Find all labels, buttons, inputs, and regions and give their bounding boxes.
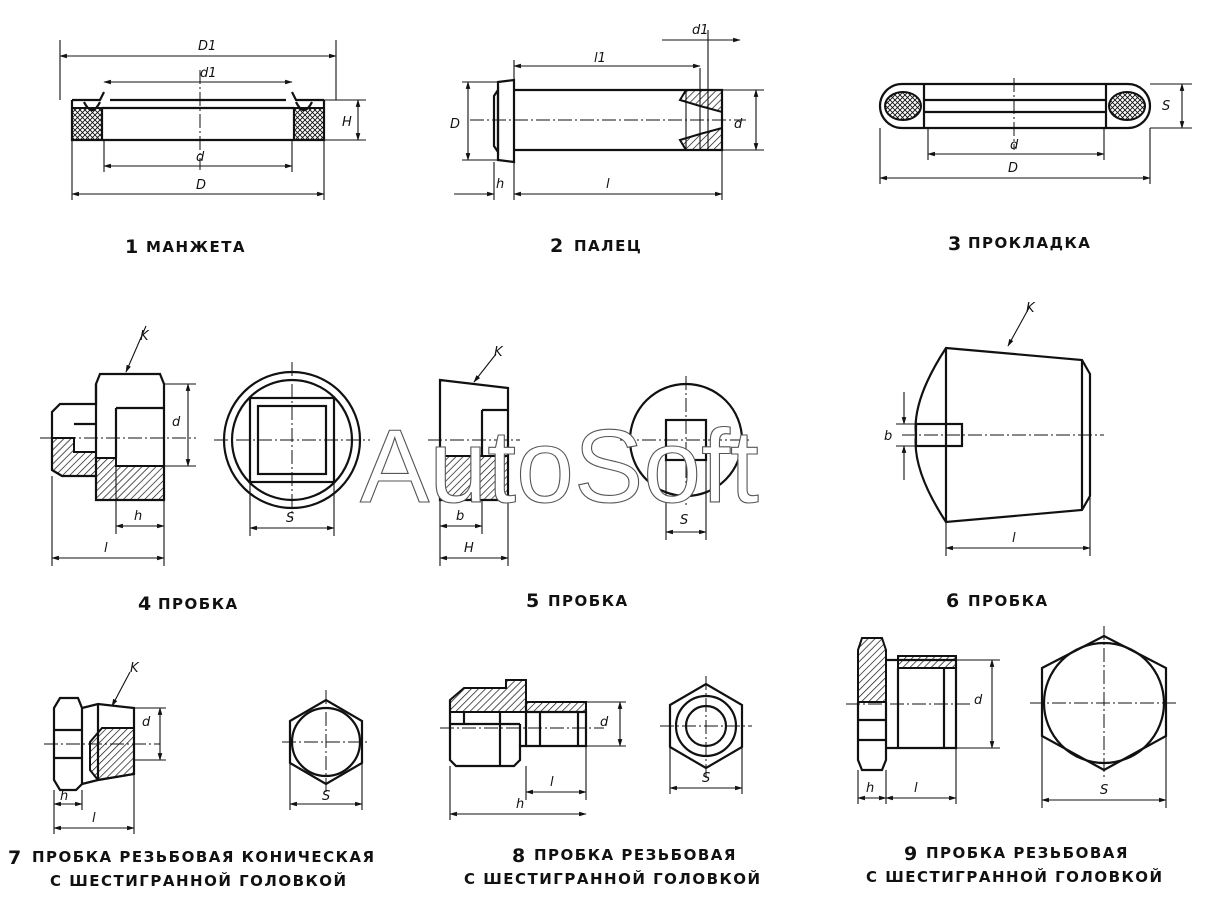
caption-4-num: 4	[138, 593, 151, 615]
dim-l: l	[92, 811, 96, 826]
caption-8-line1: ПРОБКА РЕЗЬБОВАЯ	[534, 846, 737, 864]
watermark-text: AutoSoft	[360, 409, 759, 525]
dim-l: l	[914, 781, 918, 796]
caption-4: ПРОБКА	[158, 595, 239, 613]
caption-9-num: 9	[904, 843, 917, 865]
caption-7-line2: С ШЕСТИГРАННОЙ ГОЛОВКОЙ	[50, 871, 348, 890]
dim-D1: D1	[198, 39, 216, 54]
part-9-threaded-plug: d h l S	[846, 626, 1178, 808]
dim-D: D	[196, 178, 206, 193]
caption-9-line2: С ШЕСТИГРАННОЙ ГОЛОВКОЙ	[866, 867, 1164, 886]
dim-d: d	[142, 715, 151, 730]
dim-l: l	[1012, 531, 1016, 546]
dim-S: S	[1100, 783, 1108, 798]
dim-S: S	[702, 771, 710, 786]
caption-7-line1: ПРОБКА РЕЗЬБОВАЯ КОНИЧЕСКАЯ	[32, 848, 376, 866]
caption-8-line2: С ШЕСТИГРАННОЙ ГОЛОВКОЙ	[464, 869, 762, 888]
part-2-pin: l1 d1 D d h l	[450, 23, 764, 200]
caption-9-line1: ПРОБКА РЕЗЬБОВАЯ	[926, 844, 1129, 862]
dim-K: K	[140, 329, 150, 344]
dim-d: d	[600, 715, 609, 730]
part-8-threaded-plug: d l h S	[440, 676, 752, 820]
dim-S: S	[286, 511, 294, 526]
dim-H: H	[464, 541, 474, 556]
caption-1-num: 1	[125, 236, 138, 258]
caption-2: ПАЛЕЦ	[574, 237, 642, 255]
dim-h: h	[60, 789, 68, 804]
caption-3: ПРОКЛАДКА	[968, 234, 1091, 252]
dim-d: d	[1010, 138, 1019, 153]
part-6-plug: K b l	[884, 301, 1104, 556]
dim-h: h	[516, 797, 524, 812]
dim-D: D	[450, 117, 460, 132]
caption-1: МАНЖЕТА	[146, 238, 246, 256]
part-5-plug: K b H S	[428, 345, 752, 566]
caption-3-num: 3	[948, 233, 961, 255]
dim-d: d	[172, 415, 181, 430]
dim-S: S	[1162, 99, 1170, 114]
dim-S: S	[680, 513, 688, 528]
caption-8-num: 8	[512, 845, 525, 867]
part-3-gasket: d D S	[878, 78, 1192, 184]
dim-K: K	[494, 345, 504, 360]
dim-l: l	[550, 775, 554, 790]
dim-d: d	[196, 150, 205, 165]
dim-h: h	[496, 177, 504, 192]
dim-K: K	[1026, 301, 1036, 316]
caption-2-num: 2	[550, 235, 563, 257]
dim-D: D	[1008, 161, 1018, 176]
part-7-taper-plug: K d h l S	[44, 661, 370, 834]
dim-l: l	[606, 177, 610, 192]
part-4-plug: K d h l S	[40, 325, 370, 566]
part-1-cuff: D1 d1 d D H	[59, 39, 366, 200]
caption-5-num: 5	[526, 590, 539, 612]
dim-d1: d1	[200, 66, 217, 81]
caption-5: ПРОБКА	[548, 592, 629, 610]
dim-d1: d1	[692, 23, 709, 38]
dim-d: d	[974, 693, 983, 708]
dim-h: h	[134, 509, 142, 524]
dim-d: d	[734, 117, 743, 132]
caption-7-num: 7	[8, 847, 21, 869]
dim-l: l	[104, 541, 108, 556]
dim-H: H	[342, 115, 352, 130]
dim-b: b	[456, 509, 464, 524]
caption-6: ПРОБКА	[968, 592, 1049, 610]
dim-b: b	[884, 429, 892, 444]
dim-l1: l1	[594, 51, 606, 66]
dim-S: S	[322, 789, 330, 804]
dim-h: h	[866, 781, 874, 796]
caption-6-num: 6	[946, 590, 959, 612]
dim-K: K	[130, 661, 140, 676]
